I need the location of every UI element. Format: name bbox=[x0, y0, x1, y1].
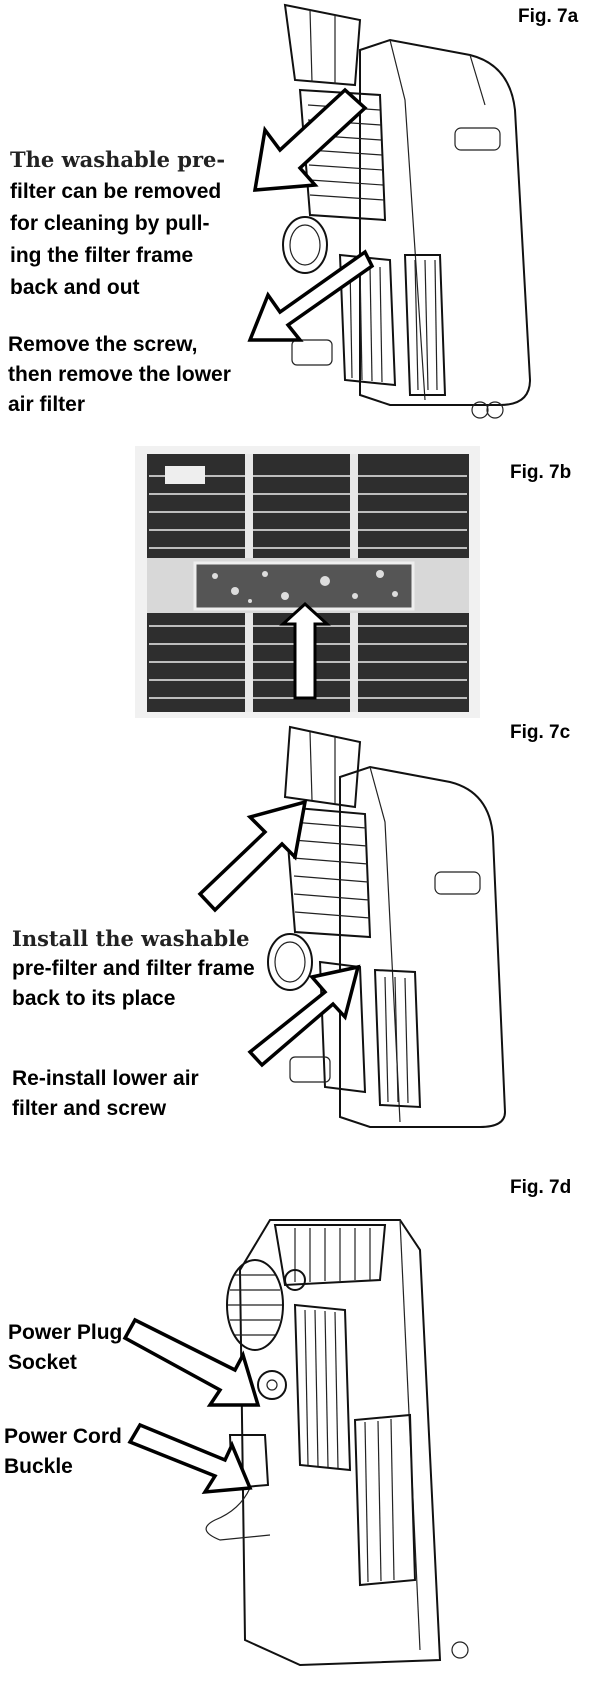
fig-7d-callout1-line-1: Power Plug bbox=[8, 1321, 123, 1344]
fig-7d-illustration bbox=[122, 1219, 469, 1667]
fig-7c-caption: Install the washable pre-filter and filt… bbox=[12, 924, 255, 1014]
fig-7c-caption-line-1: pre-filter and filter frame bbox=[12, 957, 255, 980]
fig-7d-callout2-line-2: Buckle bbox=[4, 1455, 73, 1478]
fig-7d-callout-power-plug-socket: Power Plug Socket bbox=[8, 1318, 122, 1378]
fig-7d-callout2-line-1: Power Cord bbox=[4, 1425, 122, 1448]
fig-7a-caption-line-3: ing the filter frame bbox=[10, 244, 194, 267]
fig-7a-caption-line-1: filter can be removed bbox=[10, 180, 222, 203]
fig-7a-caption-line-4: back and out bbox=[10, 276, 140, 299]
fig-7a-caption: The washable pre- filter can be removed … bbox=[10, 144, 225, 304]
fig-7a-caption2-line-3: air filter bbox=[8, 393, 86, 416]
fig-7c-caption2-line-1: Re-install lower air bbox=[12, 1067, 199, 1090]
fig-7c-label: Fig. 7c bbox=[510, 722, 571, 743]
fig-7a-label: Fig. 7a bbox=[518, 6, 579, 27]
fig-7a-caption-lead: The washable pre- bbox=[10, 147, 226, 172]
fig-7c-caption-lead: Install the washable bbox=[12, 926, 250, 951]
fig-7a-caption2-line-2: then remove the lower bbox=[8, 363, 231, 386]
fig-7c-caption-2: Re-install lower air filter and screw bbox=[12, 1064, 199, 1124]
fig-7d-callout1-line-2: Socket bbox=[8, 1351, 77, 1374]
fig-7d-callout-power-cord-buckle: Power Cord Buckle bbox=[4, 1422, 122, 1482]
fig-7a-caption-2: Remove the screw, then remove the lower … bbox=[8, 330, 231, 420]
fig-7b-label: Fig. 7b bbox=[510, 462, 572, 483]
fig-7d-label: Fig. 7d bbox=[510, 1177, 572, 1198]
fig-7a-illustration bbox=[247, 3, 532, 419]
fig-7c-illustration bbox=[197, 725, 507, 1128]
fig-7b-photo bbox=[135, 446, 480, 718]
fig-7c-caption2-line-2: filter and screw bbox=[12, 1097, 167, 1120]
fig-7a-caption-line-2: for cleaning by pull- bbox=[10, 212, 210, 235]
fig-7c-caption-line-2: back to its place bbox=[12, 987, 176, 1010]
fig-7a-caption2-line-1: Remove the screw, bbox=[8, 333, 198, 356]
